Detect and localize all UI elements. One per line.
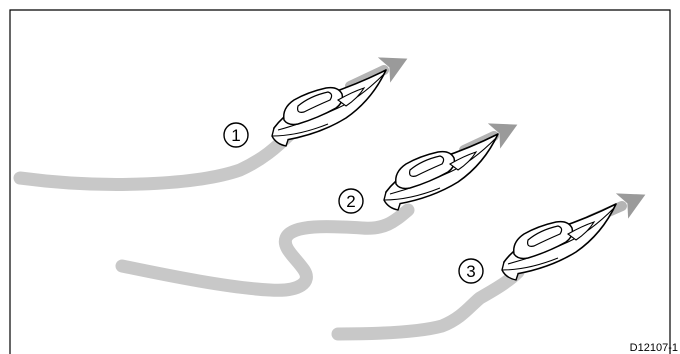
callout-1-label: 1 <box>231 126 240 145</box>
wake-1 <box>13 125 299 191</box>
callout-3: 3 <box>458 258 484 284</box>
callout-2-label: 2 <box>346 192 355 211</box>
callout-3-label: 3 <box>466 262 475 281</box>
callout-1: 1 <box>223 122 249 148</box>
heading-arrow-1 <box>345 46 414 91</box>
wake-2 <box>115 203 415 297</box>
boat-3 <box>501 203 617 281</box>
wake-3 <box>331 265 525 341</box>
heading-arrow-2 <box>459 112 524 155</box>
callout-2: 2 <box>338 188 364 214</box>
boat-1 <box>271 69 387 147</box>
frame-border <box>9 9 671 354</box>
figure-id: D12107-1 <box>630 342 678 354</box>
boat-2 <box>383 133 499 211</box>
